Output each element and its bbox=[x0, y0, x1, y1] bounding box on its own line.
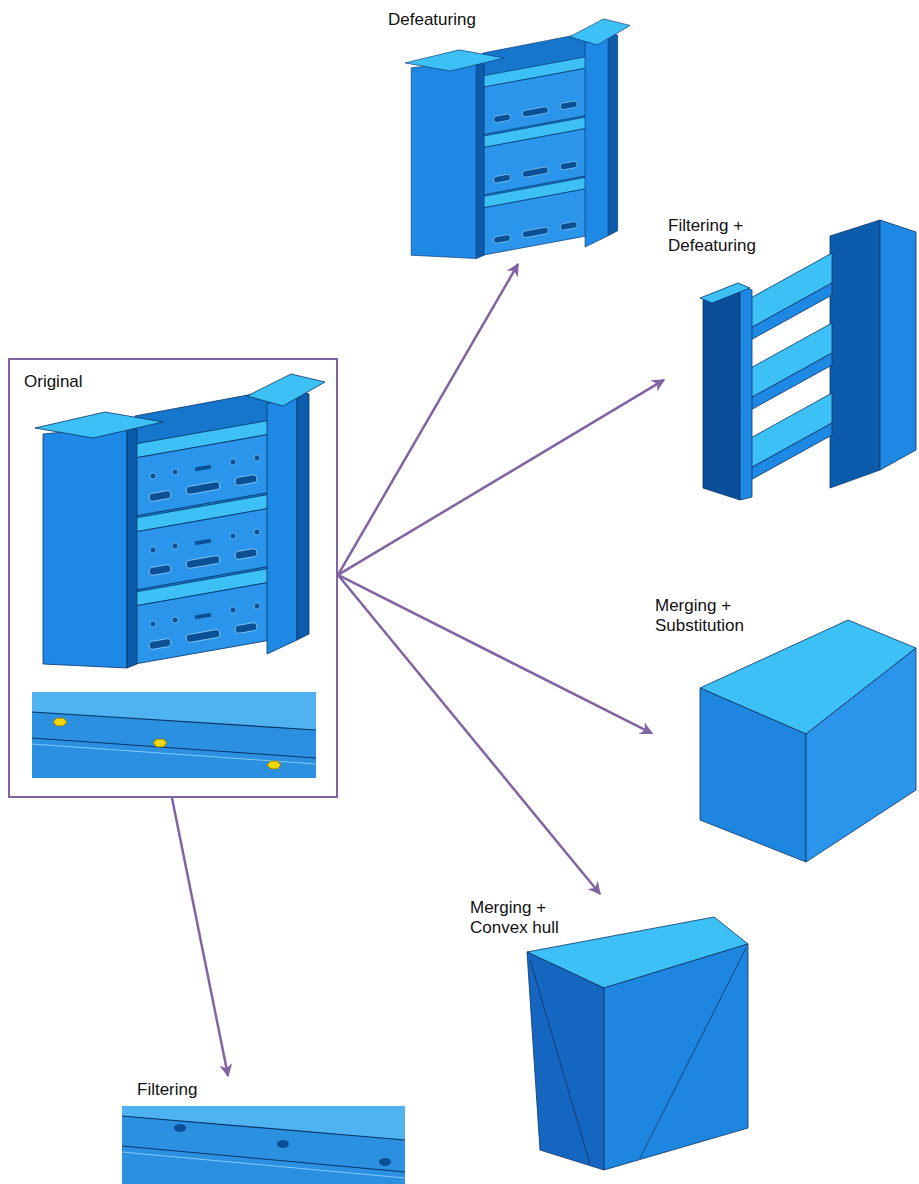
filtered-inset-part bbox=[122, 1106, 405, 1184]
convex-hull-part bbox=[604, 944, 748, 1170]
derivation-arrow bbox=[338, 575, 600, 894]
substituted-box-part bbox=[806, 648, 916, 862]
filtered-inset-part bbox=[379, 1158, 391, 1166]
original-inset-part bbox=[153, 739, 167, 747]
result-panel: Defeaturing bbox=[383, 6, 635, 264]
filtered-inset-part bbox=[122, 1146, 405, 1172]
original-assembly bbox=[35, 374, 325, 668]
derivation-arrow bbox=[338, 380, 664, 575]
filtered-defeatured-assembly-part bbox=[830, 220, 880, 488]
original-inset-part bbox=[32, 712, 316, 730]
filtered-inset-part bbox=[122, 1116, 405, 1140]
filtered-inset-part bbox=[122, 1106, 405, 1140]
original-assembly-part bbox=[35, 374, 325, 668]
filtered-inset-part bbox=[277, 1140, 289, 1148]
filtered-defeatured-assembly bbox=[700, 220, 916, 500]
result-panel: Merging + Substitution bbox=[652, 592, 916, 864]
filtered-defeatured-assembly-part bbox=[703, 285, 740, 500]
original-inset-part bbox=[32, 738, 316, 758]
original-inset-part bbox=[32, 692, 316, 778]
result-panel: Filtering bbox=[118, 1076, 410, 1184]
panel-label: Merging + Convex hull bbox=[470, 898, 580, 939]
defeatured-assembly bbox=[405, 19, 630, 259]
filtered-defeatured-assembly-part bbox=[880, 220, 916, 470]
derivation-arrow bbox=[338, 575, 652, 734]
filtered-defeatured-assembly-part bbox=[740, 285, 752, 500]
result-panel: Merging + Convex hull bbox=[468, 894, 752, 1176]
convex-hull bbox=[527, 917, 748, 1170]
convex-hull-part bbox=[530, 960, 590, 1164]
substituted-box-part bbox=[700, 688, 806, 862]
substituted-box bbox=[700, 620, 916, 862]
original-assembly-part bbox=[150, 455, 260, 627]
defeatured-assembly-part bbox=[405, 19, 630, 259]
derivation-arrow bbox=[172, 798, 228, 1076]
original-inset-part bbox=[267, 761, 281, 769]
panel-label: Original bbox=[24, 372, 83, 392]
filtered-inset-part bbox=[174, 1124, 186, 1132]
panel-label: Filtering bbox=[137, 1080, 197, 1100]
convex-hull-part bbox=[527, 952, 604, 1170]
convex-hull-part bbox=[640, 948, 746, 1158]
filtered-defeatured-assembly-part bbox=[700, 283, 750, 303]
original-inset-part bbox=[32, 692, 316, 730]
original-inset bbox=[32, 692, 316, 778]
original-inset-part bbox=[53, 718, 67, 726]
derivation-arrow bbox=[338, 264, 518, 575]
panel-label: Filtering + Defeaturing bbox=[668, 216, 790, 257]
original-panel: Original bbox=[8, 358, 338, 798]
panel-label: Merging + Substitution bbox=[655, 596, 777, 637]
filtered-inset bbox=[122, 1106, 405, 1184]
filtered-inset-part bbox=[122, 1152, 405, 1178]
panel-label: Defeaturing bbox=[388, 10, 476, 30]
result-panel: Filtering + Defeaturing bbox=[664, 212, 916, 504]
